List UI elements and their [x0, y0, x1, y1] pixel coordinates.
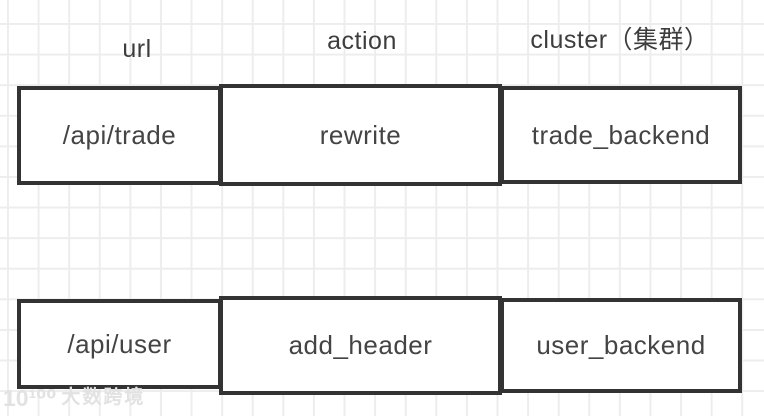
watermark: 10¹⁰⁰ 大数跨境 [3, 385, 145, 411]
watermark-text: 大数跨境 [61, 387, 146, 408]
column-header-action: action [327, 27, 397, 55]
watermark-logo-icon: 10¹⁰⁰ [3, 385, 57, 411]
cell-row2-url: /api/user [17, 299, 222, 389]
cell-row1-action: rewrite [219, 84, 502, 186]
column-header-cluster: cluster（集群） [530, 26, 710, 54]
cell-row1-url: /api/trade [17, 86, 222, 185]
cell-row2-cluster: user_backend [500, 298, 742, 393]
column-header-url: url [122, 35, 152, 63]
cell-row2-action: add_header [219, 296, 502, 395]
cell-row1-cluster: trade_backend [500, 86, 742, 184]
